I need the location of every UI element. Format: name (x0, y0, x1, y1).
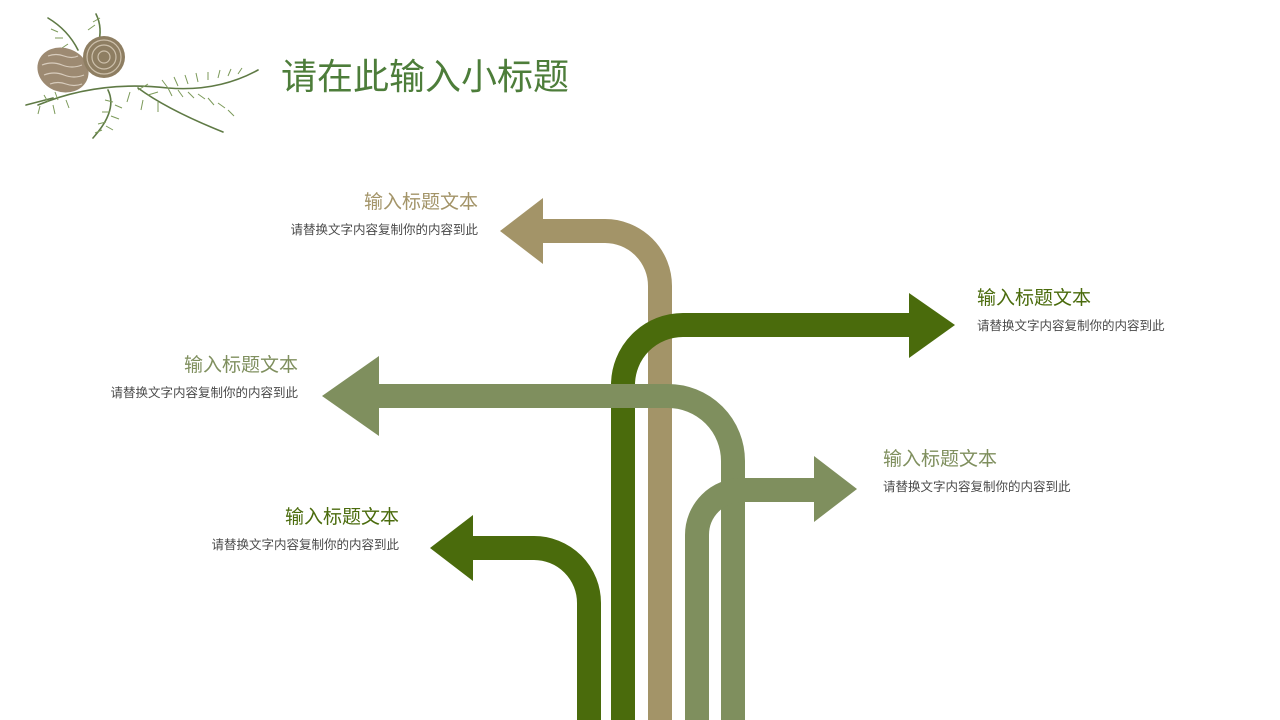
item-heading: 输入标题文本 (977, 287, 1092, 309)
arrow-sage-small-head (814, 456, 857, 522)
item-description: 请替换文字内容复制你的内容到此 (883, 479, 1071, 494)
pine-cone-branch-decoration (25, 13, 259, 139)
item-description: 请替换文字内容复制你的内容到此 (211, 537, 399, 552)
arrow-sage-head (322, 356, 379, 436)
arrow-tan-head (500, 198, 543, 264)
arrow-dark-green-head (909, 293, 955, 358)
arrow-dark-green-left (430, 515, 601, 720)
arrow-dark-green-shaft (611, 313, 912, 720)
item-description: 请替换文字内容复制你的内容到此 (290, 222, 478, 237)
slide-title: 请在此输入小标题 (281, 57, 570, 98)
arrow-tan-left (500, 198, 672, 720)
text-item: 输入标题文本 请替换文字内容复制你的内容到此 (290, 190, 478, 239)
arrow-sage-shaft (375, 384, 745, 720)
item-heading: 输入标题文本 (883, 448, 998, 470)
text-item: 输入标题文本 请替换文字内容复制你的内容到此 (211, 505, 399, 554)
arrow-dark-green-right (611, 293, 955, 720)
item-description: 请替换文字内容复制你的内容到此 (110, 385, 298, 400)
item-heading: 输入标题文本 (363, 191, 478, 213)
arrow-tan-shaft (540, 219, 672, 720)
text-item: 输入标题文本 请替换文字内容复制你的内容到此 (977, 286, 1165, 335)
arrow-sage-left (322, 356, 745, 720)
item-description: 请替换文字内容复制你的内容到此 (977, 318, 1165, 333)
arrow-sage-small-shaft (685, 478, 817, 720)
arrow-sage-small-right (685, 456, 857, 720)
item-heading: 输入标题文本 (183, 354, 298, 376)
text-item: 输入标题文本 请替换文字内容复制你的内容到此 (883, 447, 1071, 496)
arrow-dark-green-left-head (430, 515, 473, 581)
text-item: 输入标题文本 请替换文字内容复制你的内容到此 (110, 353, 298, 402)
item-heading: 输入标题文本 (284, 506, 399, 528)
arrow-dark-green-left-shaft (470, 536, 601, 720)
